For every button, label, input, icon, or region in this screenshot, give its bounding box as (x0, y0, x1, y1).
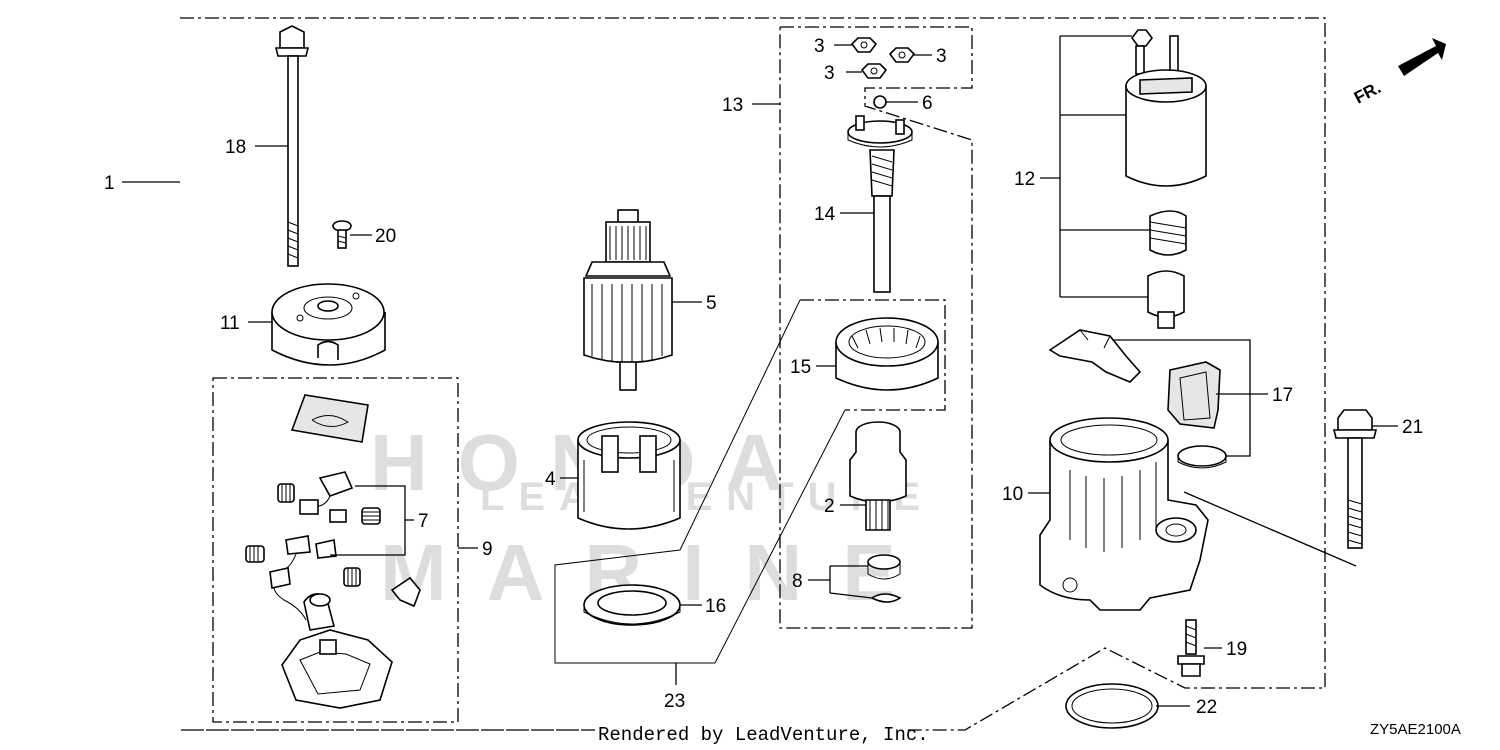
part-8-stop-collar[interactable] (867, 554, 902, 603)
callout-15[interactable]: 15 (790, 357, 811, 378)
callout-7[interactable]: 7 (418, 511, 429, 532)
front-marker-label: FR. (1351, 78, 1384, 108)
part-19-bolt[interactable] (1177, 619, 1205, 677)
group-box-9 (212, 377, 459, 723)
part-11-rear-cover[interactable] (271, 283, 386, 366)
callout-21[interactable]: 21 (1402, 417, 1423, 438)
callout-14[interactable]: 14 (814, 204, 836, 225)
part-20-screw[interactable] (332, 220, 352, 249)
front-arrow-icon (1398, 38, 1446, 76)
part-10-housing[interactable] (1039, 417, 1209, 611)
part-6-o-ring[interactable] (873, 95, 887, 109)
group-box-23 (554, 299, 846, 664)
part-12-solenoid[interactable] (1125, 29, 1207, 329)
callout-19[interactable]: 19 (1226, 639, 1247, 660)
part-17-lever-and-pad[interactable] (1048, 329, 1227, 469)
part-3-nut-top[interactable] (850, 37, 878, 53)
group-box-15 (800, 299, 946, 411)
callout-10[interactable]: 10 (1002, 484, 1023, 505)
part-15-internal-gear[interactable] (835, 317, 939, 391)
part-22-o-ring[interactable] (1065, 683, 1159, 729)
part-2-pinion-gear[interactable] (849, 421, 907, 531)
callout-13[interactable]: 13 (722, 95, 743, 116)
part-16-ring-washer[interactable] (583, 584, 681, 626)
callout-3-right[interactable]: 3 (936, 46, 947, 67)
callout-17[interactable]: 17 (1272, 385, 1293, 406)
callout-12[interactable]: 12 (1014, 169, 1035, 190)
callout-3-left[interactable]: 3 (824, 63, 835, 84)
callout-9[interactable]: 9 (482, 539, 493, 560)
part-9-brush-holder-assembly[interactable] (245, 394, 421, 709)
leader-lines (122, 35, 1398, 707)
assembly-boundary-1 (180, 17, 1326, 731)
callout-23[interactable]: 23 (664, 691, 685, 712)
callout-3-top[interactable]: 3 (814, 36, 825, 57)
watermark: HONDA LEADVENTURE MARINE (370, 418, 934, 617)
render-credit: Rendered by LeadVenture, Inc. (598, 724, 929, 746)
watermark-line-2: LEADVENTURE (480, 475, 934, 519)
callout-11[interactable]: 11 (220, 313, 240, 334)
part-4-yoke[interactable] (577, 421, 681, 530)
callout-4[interactable]: 4 (545, 469, 556, 490)
callout-18[interactable]: 18 (225, 137, 246, 158)
callouts: 1 18 20 11 7 9 5 4 16 23 13 3 3 3 6 14 1… (104, 36, 1423, 718)
front-direction-marker: FR. (1351, 38, 1446, 108)
part-3-nut-right[interactable] (888, 47, 916, 63)
part-5-armature[interactable] (583, 209, 673, 391)
part-18-through-bolt[interactable] (274, 25, 310, 267)
group-box-13 (779, 26, 973, 629)
callout-20[interactable]: 20 (375, 226, 396, 247)
part-21-bolt[interactable] (1332, 409, 1378, 549)
callout-6[interactable]: 6 (922, 93, 933, 114)
callout-16[interactable]: 16 (705, 596, 726, 617)
diagram-code: ZY5AE2100A (1370, 721, 1461, 738)
part-14-pinion-shaft[interactable] (847, 115, 913, 293)
callout-22[interactable]: 22 (1196, 697, 1217, 718)
callout-1[interactable]: 1 (104, 173, 115, 194)
part-3-nut-left[interactable] (860, 63, 888, 79)
callout-5[interactable]: 5 (706, 293, 717, 314)
callout-8[interactable]: 8 (792, 571, 803, 592)
watermark-line-1: HONDA (370, 418, 813, 507)
callout-2[interactable]: 2 (824, 496, 835, 517)
